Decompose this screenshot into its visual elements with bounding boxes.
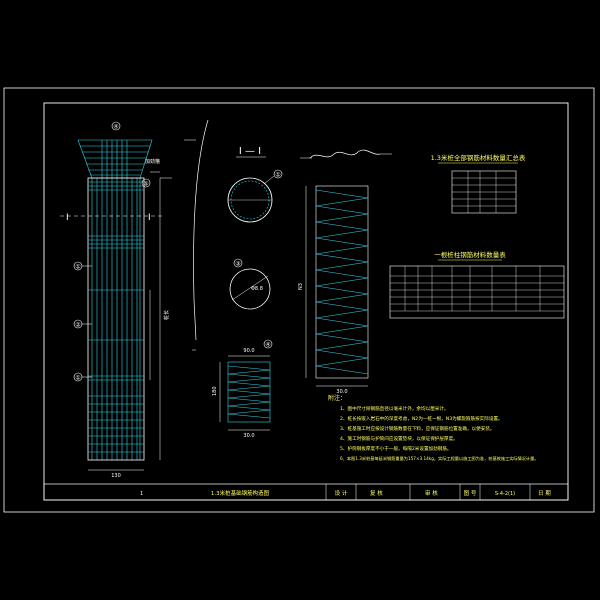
- cage-bubble-4: ④: [265, 342, 270, 349]
- main-bar-detail: [184, 119, 209, 351]
- section-circle-2: [229, 258, 271, 310]
- table1-grid: [451, 170, 517, 214]
- pile-elevation: [60, 121, 172, 471]
- section-circle-1: [227, 169, 283, 223]
- tb-sheet-no: 1: [140, 491, 143, 497]
- elev-bubble-1a: ①: [75, 264, 80, 271]
- stiffener-cage-detail: [219, 339, 273, 431]
- tb-drawing-title: 1.3米桩基础钢筋构造图: [211, 489, 270, 497]
- note-1: 1、图中尺寸除钢筋直径以毫米计外，余均以厘米计。: [340, 405, 449, 412]
- top-bend-detail: [300, 149, 392, 159]
- note-4: 4、施工时钢筋与护筒间应设置垫块，以保证保护层厚度。: [340, 435, 458, 442]
- tb-design: 设 计: [335, 489, 348, 497]
- dim-pile-length: 桩长: [163, 310, 170, 320]
- elev-bubble-1b: ①: [75, 375, 80, 382]
- section-bubble-3: ③: [235, 261, 240, 268]
- dim-top-label: 加劲箍: [145, 158, 160, 165]
- note-2: 2、桩长按嵌入岩石中的深度考虑，N2为一桩一根，N3为螺旋箍筋按实际设置。: [340, 415, 503, 422]
- spiral-dim-height: N3: [298, 283, 304, 290]
- outer-border: [3, 87, 595, 513]
- section-mark-left: I: [66, 213, 69, 223]
- elev-bubble-2: ②: [75, 322, 81, 329]
- tb-drawing-no: S-4-2(1): [495, 491, 515, 497]
- spiral-dim-width: 30.0: [336, 389, 347, 395]
- section-mark-right: I: [148, 213, 151, 223]
- note-3: 3、桩基施工时应按设计钢筋数量在下料，应保证钢筋位置准确，以便安装。: [340, 425, 495, 432]
- note-6: 6、本图1.3米桩基每延米钢筋重量为157×3.14kg，实际工程量以施工图为准…: [340, 455, 539, 462]
- table2-grid: [389, 265, 565, 319]
- table2-title: 一根桩柱钢筋材料数量表: [434, 250, 506, 259]
- tb-drawing-no-label: 图 号: [464, 489, 477, 497]
- notes-title: 附注：: [328, 394, 346, 402]
- dim-pile-width: 130: [111, 473, 121, 479]
- ring-dim-2: Φ8.8: [251, 286, 263, 292]
- tb-audit: 审 核: [425, 489, 438, 497]
- elev-bubble-4: ④: [113, 124, 118, 131]
- section-bubble-1: ①: [275, 172, 280, 179]
- title-block: [43, 483, 569, 501]
- cage-dim-bottom: 30.0: [243, 433, 254, 439]
- cage-dim-height: 180: [212, 386, 218, 396]
- table1-title: 1.3米桩全部钢筋材料数量汇总表: [431, 153, 526, 162]
- spiral-stirrup-detail: [305, 185, 369, 387]
- tb-review: 复 核: [370, 489, 383, 497]
- note-5: 5、护筒钢板厚度不小于一般，每隔2米设置加劲钢筋。: [340, 445, 452, 452]
- tb-date: 日 期: [538, 490, 551, 497]
- section-title: I — I: [239, 146, 261, 157]
- cage-dim-top: 90.0: [243, 348, 254, 354]
- elev-bubble-5: ⑤: [143, 181, 148, 188]
